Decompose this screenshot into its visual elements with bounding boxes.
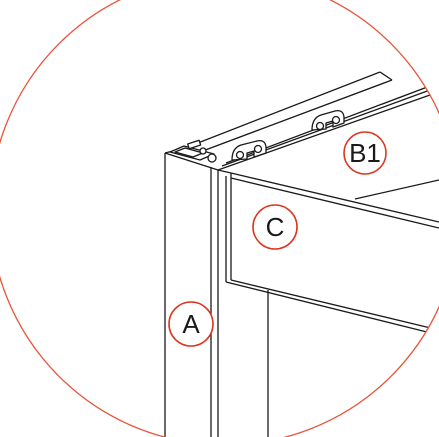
rail-bracket-middle xyxy=(231,139,267,161)
callout-b1-label: B1 xyxy=(349,138,381,168)
callout-b1: B1 xyxy=(343,131,387,175)
drawing-content xyxy=(164,71,439,437)
rail-bracket-rear xyxy=(311,109,345,131)
callout-a: A xyxy=(168,301,214,347)
callout-a-label: A xyxy=(182,309,200,339)
vertical-post xyxy=(164,147,219,437)
top-rail xyxy=(184,71,431,171)
rail-bracket-front xyxy=(169,139,217,163)
callout-c-label: C xyxy=(266,212,285,242)
callout-c: C xyxy=(252,204,298,250)
panel xyxy=(217,169,439,437)
